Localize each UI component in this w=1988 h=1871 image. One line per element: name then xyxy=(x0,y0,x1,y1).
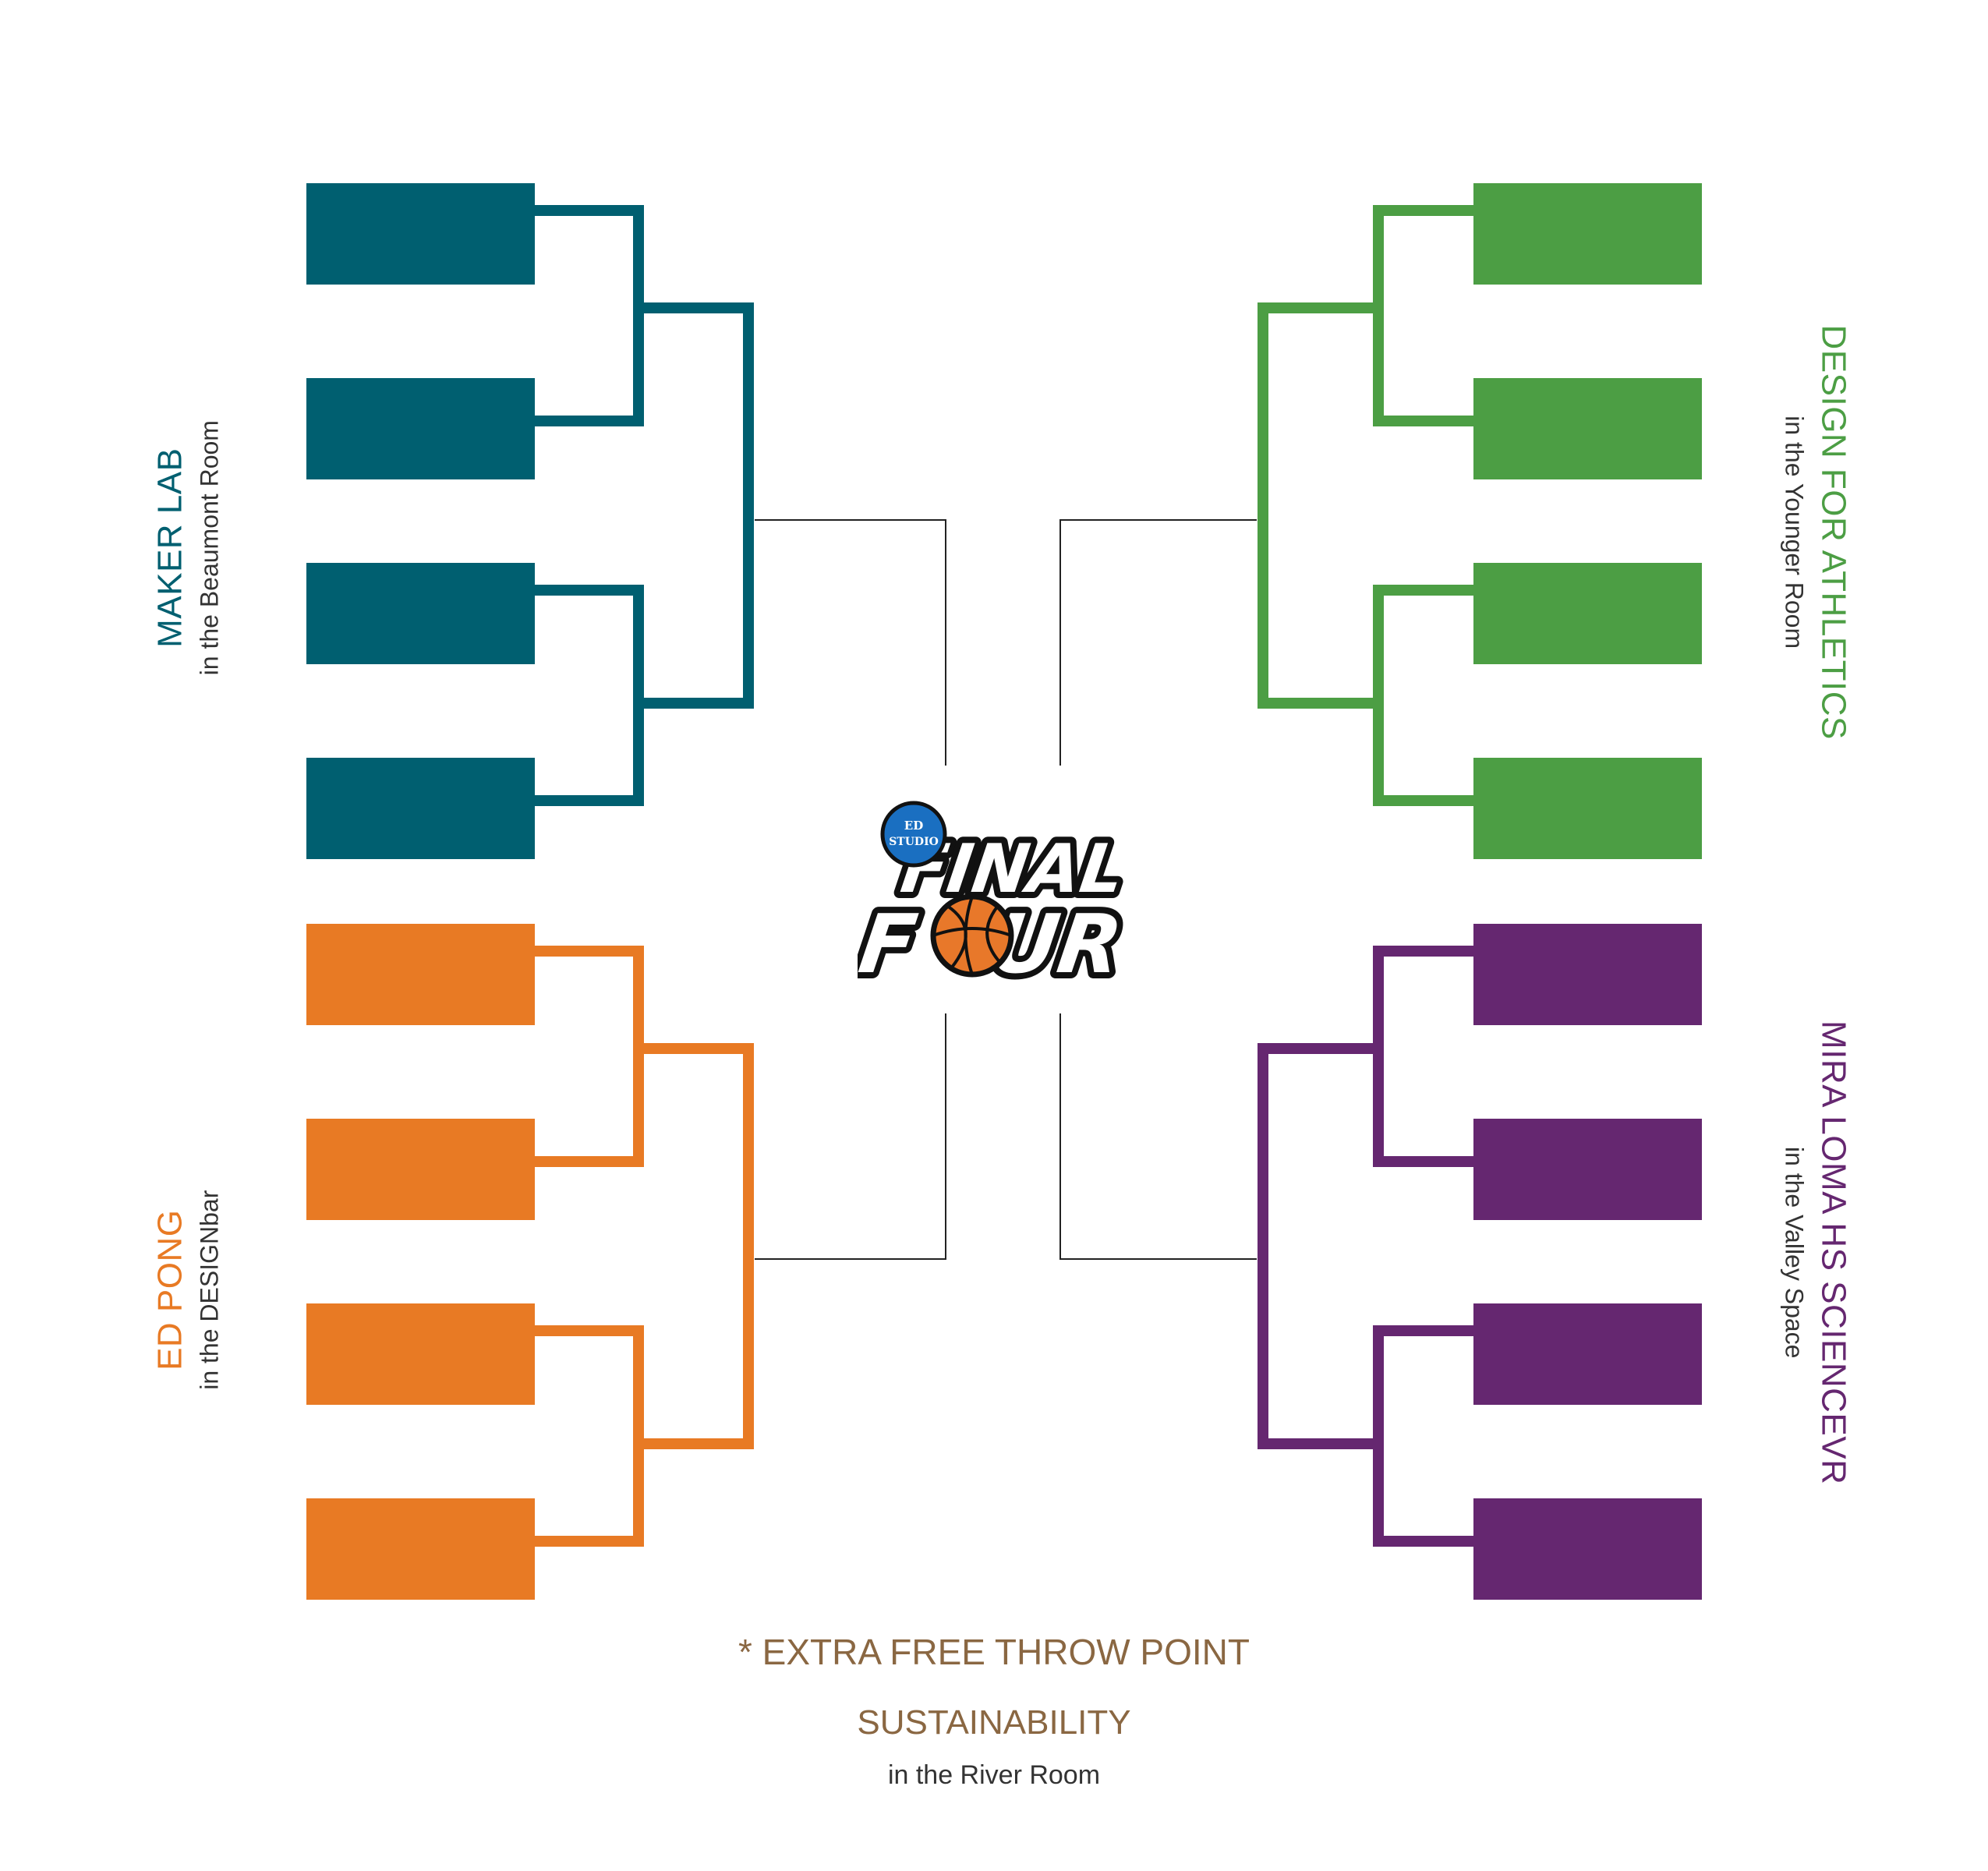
mira-loma-team-slot-2 xyxy=(1473,1119,1702,1220)
athletics-round1-connector-2 xyxy=(1373,585,1473,806)
ed-pong-round2-connector xyxy=(638,1043,754,1449)
mira-loma-team-slot-1 xyxy=(1473,924,1702,1025)
extra-free-throw-note: * EXTRA FREE THROW POINT xyxy=(738,1632,1250,1672)
badge-line-1: ED xyxy=(904,819,923,833)
badge-line-2: STUDIO xyxy=(889,836,939,848)
basketball-icon xyxy=(930,893,1014,978)
maker-lab-team-slot-3 xyxy=(306,563,535,664)
maker-lab-team-slot-4 xyxy=(306,758,535,859)
mira-loma-round1-connector-1 xyxy=(1373,946,1473,1167)
region-subtitle-ed-pong: in the DESIGNbar xyxy=(194,1190,223,1390)
maker-lab-round2-connector xyxy=(638,302,754,709)
maker-lab-team-slot-2 xyxy=(306,378,535,479)
region-title-maker-lab: MAKER LAB xyxy=(150,447,189,648)
ed-pong-team-slot-2 xyxy=(306,1119,535,1220)
region-label-maker-lab: MAKER LAB in the Beaumont Room xyxy=(150,392,223,704)
ed-pong-team-slot-1 xyxy=(306,924,535,1025)
sustainability-title: SUSTAINABILITY xyxy=(857,1703,1131,1742)
semifinal-connector-top-right xyxy=(1059,519,1257,766)
mira-loma-round1-connector-2 xyxy=(1373,1325,1473,1547)
ed-pong-round1-connector-2 xyxy=(535,1325,644,1547)
region-subtitle-design-for-athletics: in the Younger Room xyxy=(1781,416,1809,649)
ed-pong-team-slot-4 xyxy=(306,1498,535,1600)
region-label-ed-pong: ED PONG in the DESIGNbar xyxy=(150,1134,223,1446)
athletics-team-slot-2 xyxy=(1473,378,1702,479)
region-subtitle-mira-loma: in the Valley Space xyxy=(1781,1146,1809,1359)
region-title-design-for-athletics: DESIGN FOR ATHLETICS xyxy=(1814,324,1853,740)
logo-letter-f: F xyxy=(858,897,922,991)
region-subtitle-maker-lab: in the Beaumont Room xyxy=(194,420,223,676)
semifinal-connector-bottom-left xyxy=(755,1013,946,1260)
athletics-round1-connector-1 xyxy=(1373,205,1473,426)
mira-loma-team-slot-4 xyxy=(1473,1498,1702,1600)
semifinal-connector-bottom-right xyxy=(1059,1013,1257,1260)
region-title-mira-loma: MIRA LOMA HS SCIENCEVR xyxy=(1814,1020,1853,1485)
ed-studio-badge: ED STUDIO xyxy=(880,801,947,868)
maker-lab-team-slot-1 xyxy=(306,183,535,285)
region-title-ed-pong: ED PONG xyxy=(150,1209,189,1371)
semifinal-connector-top-left xyxy=(755,519,946,766)
final-four-logo: FINAL FINAL F F UR UR ED STUDIO xyxy=(858,801,1135,992)
ed-pong-team-slot-3 xyxy=(306,1303,535,1405)
maker-lab-round1-connector-2 xyxy=(535,585,644,806)
athletics-team-slot-3 xyxy=(1473,563,1702,664)
region-label-mira-loma: MIRA LOMA HS SCIENCEVR in the Valley Spa… xyxy=(1780,980,1853,1526)
sustainability-location: in the River Room xyxy=(887,1760,1101,1790)
mira-loma-round2-connector xyxy=(1258,1043,1378,1449)
athletics-round2-connector xyxy=(1258,302,1378,709)
athletics-team-slot-1 xyxy=(1473,183,1702,285)
mira-loma-team-slot-3 xyxy=(1473,1303,1702,1405)
maker-lab-round1-connector-1 xyxy=(535,205,644,426)
region-label-design-for-athletics: DESIGN FOR ATHLETICS in the Younger Room xyxy=(1780,291,1853,774)
ed-pong-round1-connector-1 xyxy=(535,946,644,1167)
athletics-team-slot-4 xyxy=(1473,758,1702,859)
logo-word-ur-outline: UR xyxy=(986,897,1128,991)
